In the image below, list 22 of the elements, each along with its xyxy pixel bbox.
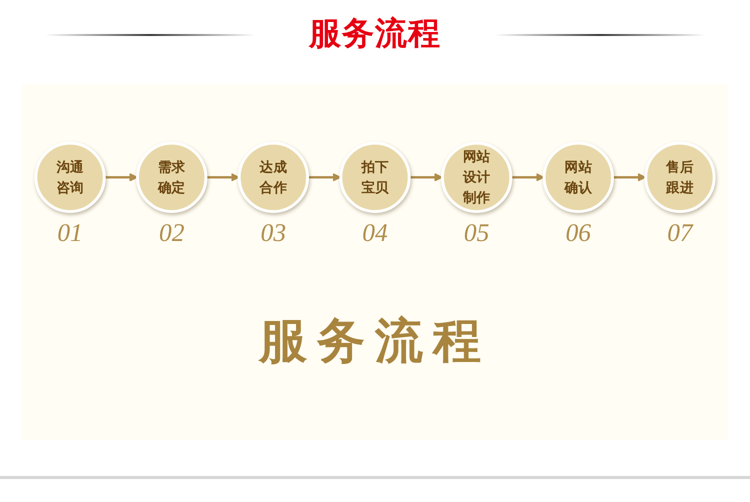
step-number: 03 xyxy=(260,218,286,247)
arrow xyxy=(104,173,138,182)
step-number: 05 xyxy=(464,218,490,247)
step-number: 04 xyxy=(362,218,388,247)
arrow xyxy=(409,173,443,182)
node-circle: 拍下宝贝 xyxy=(339,142,411,213)
node-circle: 需求确定 xyxy=(136,142,208,213)
arrow xyxy=(308,173,342,182)
arrow xyxy=(612,173,646,182)
step-number: 06 xyxy=(566,218,591,247)
arrow xyxy=(510,173,544,182)
node-circle: 沟通咨询 xyxy=(34,142,106,213)
decorative-heading: 服务流程 xyxy=(259,314,491,370)
arrow xyxy=(206,173,240,182)
node-circle: 售后跟进 xyxy=(644,142,716,213)
step-number: 02 xyxy=(159,218,184,247)
title: 服务流程 xyxy=(309,14,441,53)
step-number: 07 xyxy=(667,218,693,247)
node-circle: 网站确认 xyxy=(542,142,614,213)
node-circle: 达成合作 xyxy=(238,142,310,213)
node-circle: 网站设计制作 xyxy=(440,142,512,213)
step-number: 01 xyxy=(57,218,83,247)
